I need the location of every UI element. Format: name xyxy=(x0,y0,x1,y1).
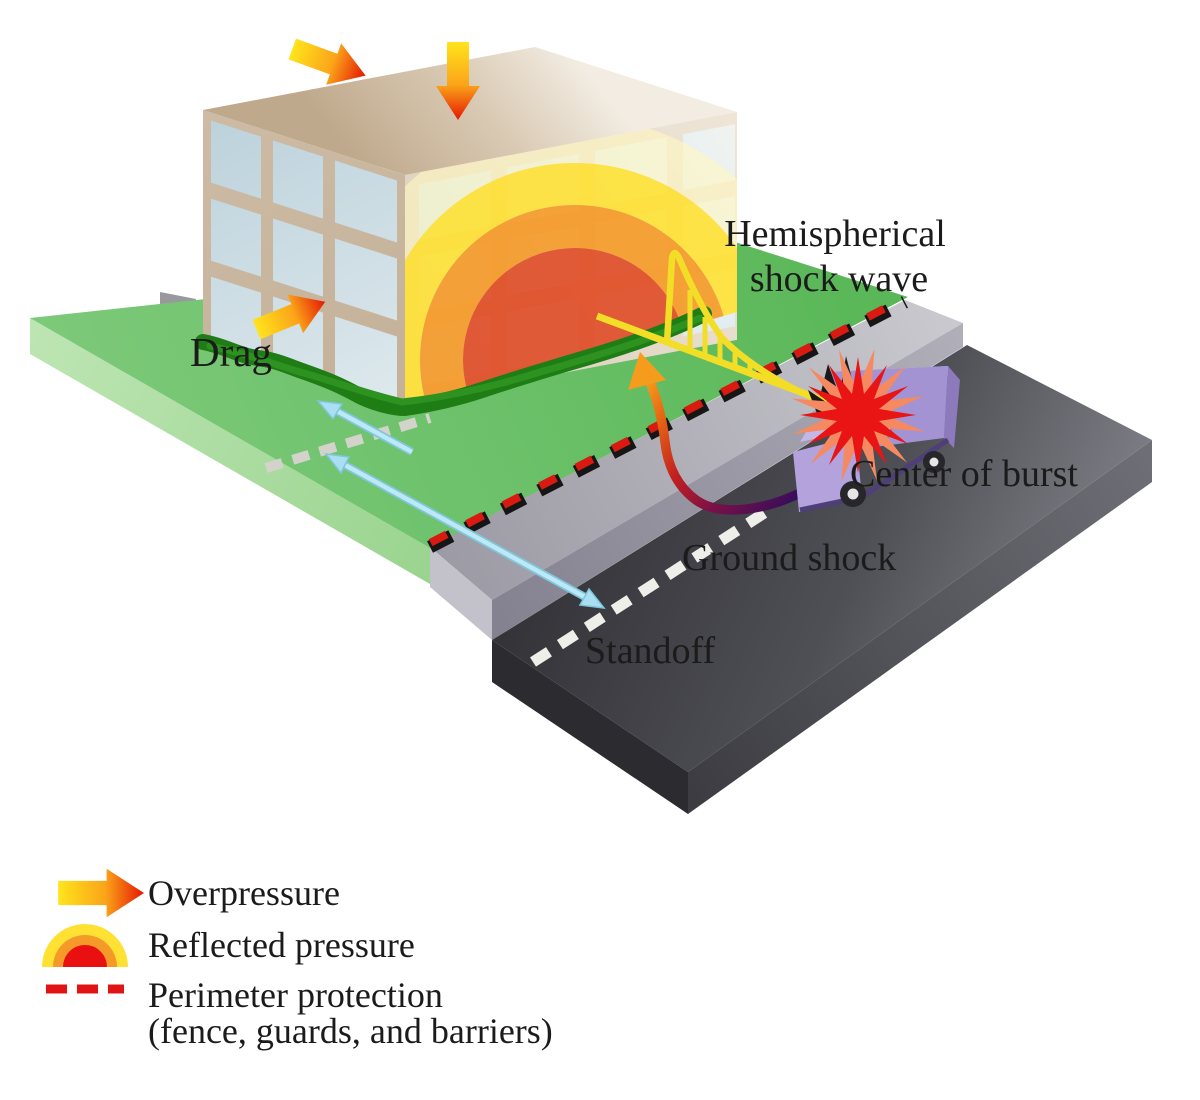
arrowhead-icon xyxy=(578,587,606,609)
ground-shock-arrow xyxy=(628,352,807,515)
road-front-face xyxy=(688,440,1152,814)
arch-band-yellow xyxy=(405,163,737,410)
explosion-core xyxy=(800,357,916,473)
overpressure-icon xyxy=(58,868,145,918)
shock-profile-hashes xyxy=(687,290,768,379)
standoff-arrow-short xyxy=(316,400,414,456)
sidewalk-end-face xyxy=(430,547,492,640)
road-end-face xyxy=(492,640,688,814)
roof xyxy=(203,47,737,175)
arrowhead-icon xyxy=(324,453,351,475)
wheel-hub xyxy=(929,457,939,467)
standoff-arrow xyxy=(324,453,606,609)
label-center-of-burst: Center of burst xyxy=(850,453,1078,495)
svg-text:shock wave: shock wave xyxy=(750,258,928,300)
dashed-path-road xyxy=(530,503,775,667)
label-hemispherical-shock-wave: Hemispherical shock wave xyxy=(724,213,946,300)
reflected-pressure-icon xyxy=(42,924,128,967)
hedge-highlight xyxy=(206,314,704,406)
legend-label: Overpressure xyxy=(148,873,340,913)
legend-item-perimeter-protection: Perimeter protection (fence, guards, and… xyxy=(46,975,553,1051)
legend-item-reflected-pressure: Reflected pressure xyxy=(42,924,415,967)
reflected-pressure-arch xyxy=(405,117,737,410)
arch-band-red xyxy=(463,248,683,392)
label-drag: Drag xyxy=(190,329,272,375)
shock-decay-curve xyxy=(663,249,833,408)
explosion-star xyxy=(791,348,925,482)
legend-label: Reflected pressure xyxy=(148,925,415,965)
road-top xyxy=(492,345,1152,772)
road xyxy=(492,345,1152,814)
arch-band-orange xyxy=(420,205,724,404)
legend-label-line2: (fence, guards, and barriers) xyxy=(148,1011,553,1051)
arch-band-pale xyxy=(405,117,737,410)
label-ground-shock: Ground shock xyxy=(682,537,896,579)
dashed-path-lawn xyxy=(264,413,432,473)
van-rear-face xyxy=(944,366,960,448)
ground-shock-arrowhead-icon xyxy=(628,352,666,390)
perimeter-protection-line xyxy=(426,295,908,553)
left-facade xyxy=(203,110,405,411)
wheel-hub xyxy=(847,488,859,500)
legend: Overpressure Reflected pressure Perimete… xyxy=(42,868,553,1051)
building xyxy=(203,47,737,411)
svg-text:Hemispherical: Hemispherical xyxy=(724,213,946,255)
legend-item-overpressure: Overpressure xyxy=(58,868,340,918)
shock-wave-profile xyxy=(595,249,840,410)
left-windows xyxy=(211,120,397,399)
label-standoff: Standoff xyxy=(585,630,716,672)
legend-label: Perimeter protection xyxy=(148,975,443,1015)
arrowhead-icon xyxy=(316,400,344,421)
lawn-side-face xyxy=(30,318,430,584)
